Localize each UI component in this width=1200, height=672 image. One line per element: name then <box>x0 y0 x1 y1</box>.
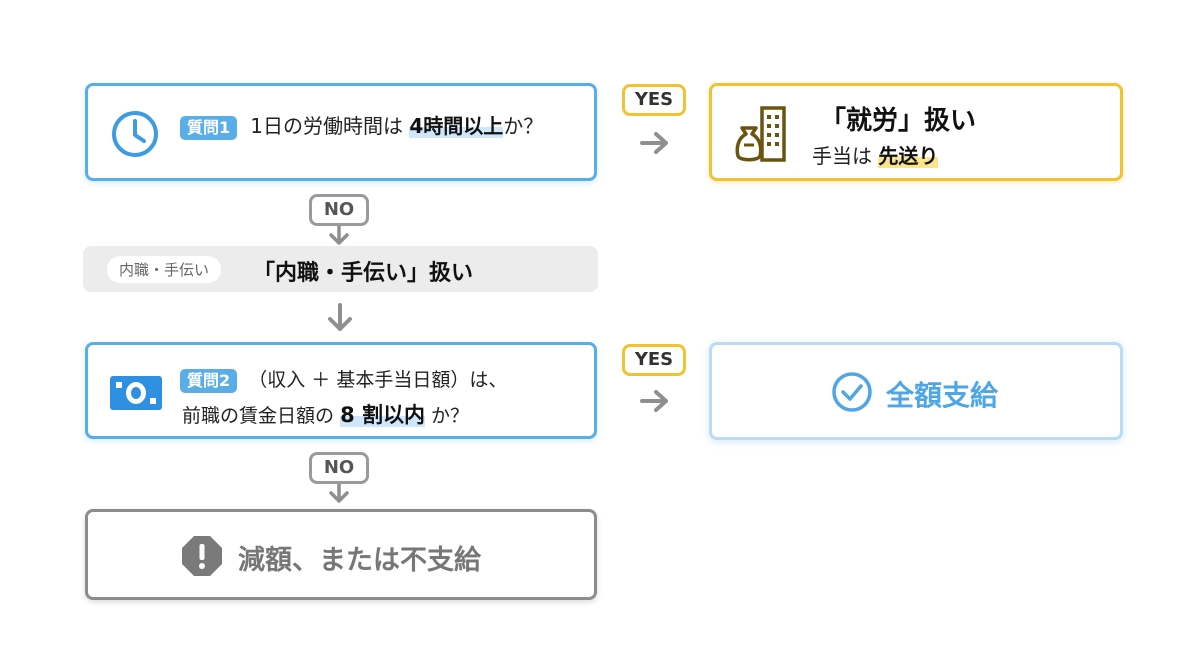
result-work-box: 「就労」扱い 手当は 先送り <box>709 83 1123 181</box>
warning-octagon-icon <box>182 536 222 576</box>
question-2-line2: 前職の賃金日額の <box>182 405 335 427</box>
arrow-right-icon <box>640 390 668 412</box>
result-full-title: 全額支給 <box>886 379 999 412</box>
question-1-text: 1日の労働時間は <box>250 114 403 138</box>
arrow-down-icon <box>329 484 349 503</box>
question-1-suffix: か？ <box>503 114 544 138</box>
question-2-tag: 質問2 <box>180 369 238 393</box>
no-label-2: NO <box>309 452 369 484</box>
question-2-box: 質問2 （収入 ＋ 基本手当日額）は、 前職の賃金日額の 8 割以内 か？ <box>85 342 597 439</box>
arrow-down-icon <box>329 226 349 245</box>
money-bag-building-icon <box>735 106 786 162</box>
side-job-tag: 内職・手伝い <box>107 256 222 283</box>
result-work-highlight: 先送り <box>878 144 939 168</box>
question-1-box: 質問1 1日の労働時間は 4時間以上か？ <box>85 83 597 181</box>
question-2-line1: （収入 ＋ 基本手当日額）は、 <box>248 369 508 391</box>
no-label-1: NO <box>309 194 369 226</box>
side-job-title: 「内職・手伝い」扱い <box>253 261 474 286</box>
result-reduce-box: 減額、または不支給 <box>85 509 597 600</box>
question-1-tag: 質問1 <box>180 116 238 140</box>
check-circle-icon <box>832 372 872 412</box>
banknote-icon <box>110 376 162 410</box>
clock-icon <box>112 111 158 157</box>
yes-label-2: YES <box>622 344 686 376</box>
result-work-sub: 手当は <box>812 144 872 168</box>
yes-label-1: YES <box>622 84 686 116</box>
side-job-box: 内職・手伝い 「内職・手伝い」扱い <box>83 246 598 292</box>
result-reduce-title: 減額、または不支給 <box>238 545 481 576</box>
result-work-title: 「就労」扱い <box>820 106 977 136</box>
question-2-suffix: か？ <box>431 405 470 427</box>
question-2-highlight: 8 割以内 <box>340 403 425 427</box>
arrow-down-icon <box>328 303 352 331</box>
question-1-highlight: 4時間以上 <box>409 114 504 138</box>
result-full-box: 全額支給 <box>709 342 1123 440</box>
arrow-right-icon <box>640 132 668 154</box>
